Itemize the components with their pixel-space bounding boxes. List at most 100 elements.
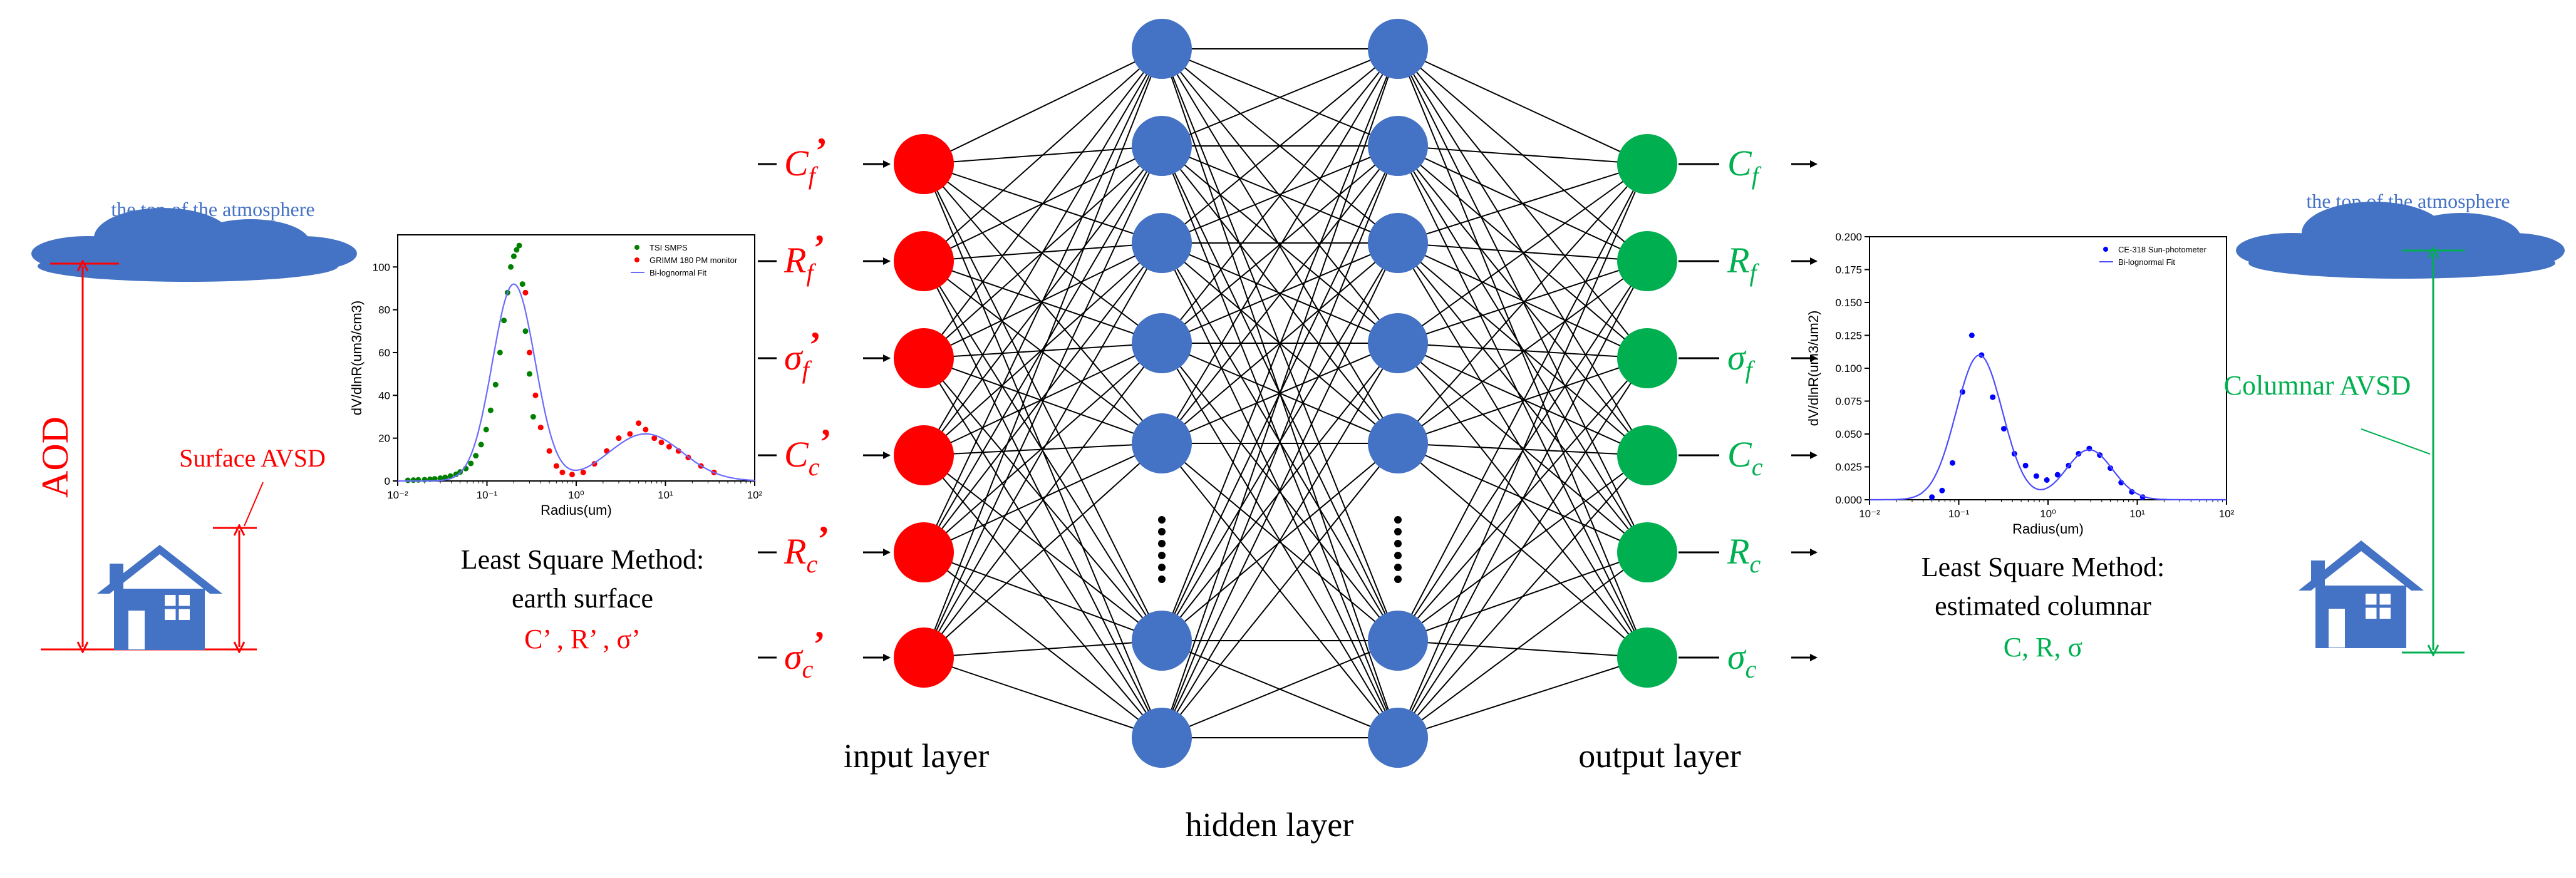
connection-line	[923, 48, 1162, 456]
output-label-1-sub: f	[1752, 162, 1762, 190]
output-node-1	[1617, 134, 1677, 194]
output-label-6-sub: c	[1746, 655, 1757, 683]
connection-line	[923, 163, 1162, 344]
connection-line	[923, 443, 1162, 553]
ellipsis-dot	[1158, 564, 1166, 571]
data-point	[1990, 394, 1996, 400]
data-point	[516, 242, 522, 249]
connection-line	[1161, 48, 1399, 641]
connection-line	[1397, 163, 1648, 738]
y-tick-label: 0.150	[1835, 297, 1862, 309]
hidden2-node-7	[1368, 708, 1428, 768]
output-label-2: Rf	[1727, 240, 1759, 287]
connection-line	[923, 242, 1162, 553]
data-point	[537, 425, 544, 431]
y-tick-label: 0.175	[1835, 264, 1862, 276]
left-scene: the top of the atmosphere AOD Surface AV…	[31, 198, 357, 650]
connection-line	[1161, 443, 1399, 738]
connection-line	[1397, 261, 1648, 738]
connection-line	[923, 552, 1162, 641]
input-label-3-base: σ	[784, 337, 804, 378]
hidden2-node-4	[1368, 313, 1428, 373]
data-point	[546, 448, 552, 454]
data-point	[666, 443, 672, 450]
input-node-4	[894, 425, 954, 485]
connection-line	[1397, 443, 1648, 658]
x-axis-label: Radius(um)	[2012, 521, 2084, 537]
data-point	[658, 439, 665, 445]
connection-line	[923, 443, 1162, 658]
hidden1-node-1	[1132, 19, 1192, 79]
x-tick-label: 10⁻²	[1859, 508, 1880, 520]
hidden1-node-3	[1132, 213, 1192, 273]
connection-line	[923, 48, 1162, 658]
data-point	[530, 413, 536, 420]
connection-line	[923, 343, 1162, 553]
cloud-label: the top of the atmosphere	[2306, 190, 2510, 212]
y-tick-label: 0.100	[1835, 363, 1862, 374]
output-label-3: σf	[1727, 337, 1756, 384]
hidden2-node-6	[1368, 611, 1428, 671]
input-label-5-sub: c	[806, 550, 817, 578]
connection-line	[1397, 163, 1648, 641]
y-tick-label: 80	[378, 304, 390, 316]
output-label-2-base: R	[1727, 240, 1749, 281]
ellipsis-dot	[1394, 576, 1402, 583]
connection-line	[1397, 242, 1648, 456]
input-label-5-prime: ’	[817, 519, 829, 559]
hidden2-node-1	[1368, 19, 1428, 79]
connection-line	[1161, 343, 1399, 641]
data-point	[519, 281, 525, 287]
x-tick-label: 10¹	[2129, 508, 2145, 520]
y-tick-label: 20	[378, 433, 390, 445]
input-label-5: Rc’	[784, 519, 830, 578]
connection-line	[923, 640, 1162, 658]
data-point	[2044, 477, 2050, 483]
output-label-5-sub: c	[1749, 550, 1761, 578]
legend-marker	[634, 245, 639, 250]
input-label-3: σf’	[784, 324, 821, 384]
ellipsis-dot	[1158, 552, 1166, 559]
x-tick-label: 10¹	[658, 489, 673, 501]
connection-line	[1397, 343, 1648, 359]
input-label-6-sub: c	[802, 655, 814, 683]
legend-label: TSI SMPS	[649, 243, 688, 252]
ellipsis-dot	[1394, 552, 1402, 559]
connection-line	[1397, 343, 1648, 553]
connection-line	[923, 657, 1162, 738]
cloud-label: the top of the atmosphere	[111, 198, 314, 220]
connection-line	[923, 163, 1162, 444]
input-node-5	[894, 522, 954, 582]
data-point	[2054, 472, 2061, 478]
legend-label: Bi-lognormal Fit	[2118, 257, 2175, 267]
plot-frame	[1869, 236, 2227, 500]
connection-line	[1161, 443, 1399, 641]
legend-marker	[634, 257, 639, 262]
connection-line	[1161, 48, 1399, 444]
x-tick-label: 10²	[2219, 508, 2235, 520]
data-point	[510, 253, 517, 259]
connection-line	[1397, 242, 1648, 359]
input-label-1-base: C	[784, 143, 809, 183]
output-label-4-base: C	[1727, 434, 1752, 475]
connection-line	[923, 455, 1162, 641]
ellipsis-dot	[1158, 516, 1166, 524]
hidden2-node-5	[1368, 413, 1428, 473]
data-point	[410, 477, 416, 483]
connection-line	[1397, 640, 1648, 658]
network-connections	[923, 48, 1648, 738]
aod-label: AOD	[34, 416, 76, 498]
data-point	[497, 349, 503, 356]
left-caption-line1: Least Square Method:	[461, 544, 705, 575]
data-point	[2022, 462, 2029, 468]
output-node-6	[1617, 628, 1677, 688]
input-label-1-prime: ’	[815, 130, 827, 171]
ellipsis-dot	[1394, 564, 1402, 571]
data-point	[569, 472, 575, 478]
house-icon	[2299, 540, 2424, 648]
data-point	[437, 475, 443, 482]
connection-line	[923, 48, 1162, 165]
input-label-2-base: R	[784, 240, 806, 281]
data-point	[487, 407, 494, 413]
